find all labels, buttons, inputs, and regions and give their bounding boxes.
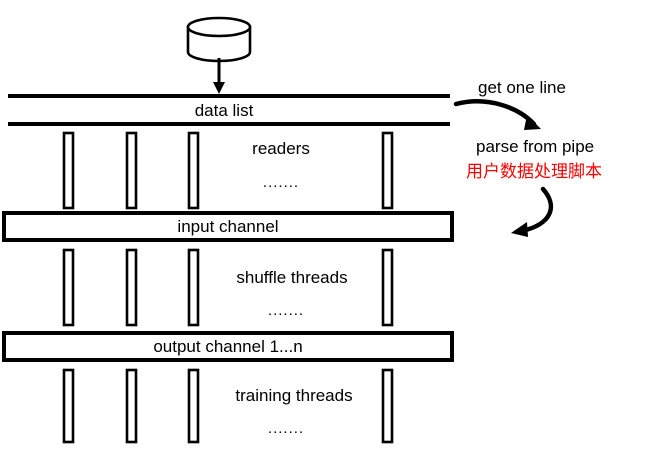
input-channel-label: input channel: [177, 217, 279, 236]
shuffle-threads-label: shuffle threads: [236, 268, 348, 287]
shuffle-thread-bars: [62, 248, 394, 327]
readers-ellipsis: .......: [262, 174, 300, 191]
data-list-label: data list: [194, 101, 254, 120]
shuffle-threads-ellipsis: .......: [267, 302, 305, 319]
arrow-down-store-to-data-list: [213, 58, 225, 94]
annotation-user-script: 用户数据处理脚本: [466, 162, 602, 181]
training-threads-ellipsis: .......: [267, 420, 305, 437]
output-channel-label: output channel 1...n: [153, 337, 303, 356]
readers-label: readers: [252, 139, 310, 158]
data-list-bar: [8, 94, 450, 126]
readers-thread-bars: [62, 131, 394, 210]
training-threads-label: training threads: [235, 386, 353, 405]
curved-arrow-parse-to-input-channel: [511, 186, 554, 237]
curved-arrow-get-one-line: [453, 99, 541, 130]
training-thread-bars: [62, 368, 394, 444]
annotation-get-one-line: get one line: [478, 78, 566, 97]
input-channel-box: [2, 211, 454, 242]
output-channel-box: [2, 331, 454, 362]
database-cylinder-icon: [186, 16, 252, 63]
annotation-parse-from-pipe: parse from pipe: [476, 137, 595, 156]
